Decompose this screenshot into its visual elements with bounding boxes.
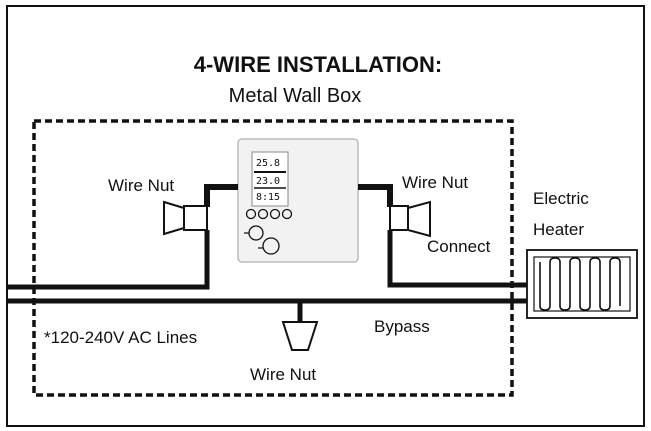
connect-wire (387, 230, 527, 288)
thermostat-display (251, 151, 289, 207)
ac-lines-label: *120-240V AC Lines (44, 328, 197, 347)
heater-label: Heater (533, 220, 584, 239)
thermostat-knob-2 (262, 237, 280, 255)
thermostat: 25.8 23.0 8:15 (237, 138, 359, 263)
display-line-3: 8:15 (256, 192, 280, 203)
thermostat-button-3 (269, 208, 281, 220)
thermostat-leads (204, 184, 393, 207)
bypass-label: Bypass (374, 317, 430, 336)
outer-frame (6, 5, 645, 427)
electric-label: Electric (533, 189, 589, 208)
thermostat-button-1 (245, 208, 257, 220)
thermostat-button-4 (281, 208, 293, 220)
thermostat-button-2 (257, 208, 269, 220)
connect-label: Connect (427, 237, 491, 256)
metal-wall-box (32, 119, 514, 397)
bottom-wire-nut-icon (281, 321, 319, 351)
metal-wall-box-label: Metal Wall Box (229, 85, 362, 107)
ac-line-wires (7, 230, 527, 322)
wire-nut-right-label: Wire Nut (402, 173, 468, 192)
display-line-2: 23.0 (256, 176, 280, 187)
electric-heater-icon (526, 249, 638, 319)
wire-nut-bottom-label: Wire Nut (250, 365, 316, 384)
display-line-1: 25.8 (256, 158, 280, 169)
left-wire-nut-icon (163, 200, 208, 236)
diagram-title: 4-WIRE INSTALLATION: (194, 52, 443, 77)
wire-nut-left-label: Wire Nut (108, 176, 174, 195)
right-wire-nut-icon (389, 200, 431, 238)
